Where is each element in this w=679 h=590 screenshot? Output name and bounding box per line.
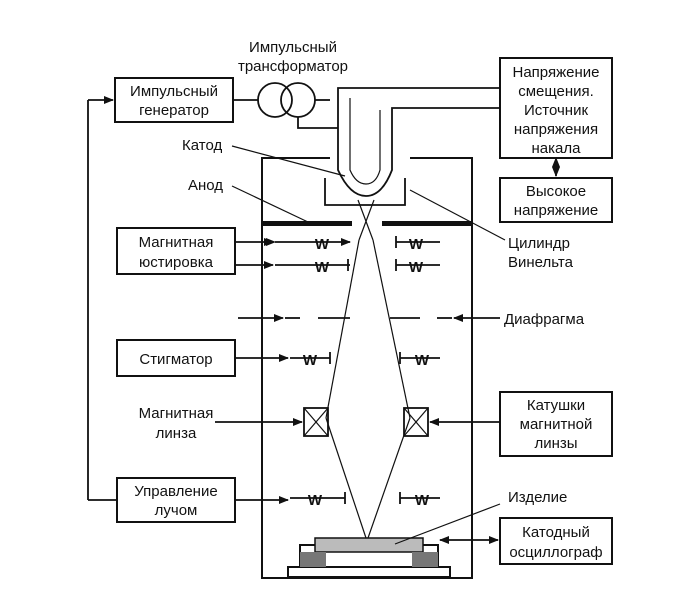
svg-text:Управление: Управление [134,483,217,500]
label-diaphragm: Диафрагма [504,311,585,328]
magnetic-lens-blocks [303,407,429,437]
svg-text:линзы: линзы [534,435,577,452]
cathode-filament [337,98,393,197]
anode-right [382,221,472,226]
label-wehnelt-2: Винельта [508,254,574,271]
svg-text:Магнитная: Магнитная [139,234,214,251]
svg-text:магнитной: магнитной [520,416,593,433]
anode-left [262,221,352,226]
alignment-coils: W W W W [266,236,440,276]
svg-text:W: W [415,352,430,369]
svg-text:накала: накала [532,140,582,157]
electron-beam [325,199,411,539]
svg-text:W: W [315,236,330,253]
transformer-symbol [257,82,316,118]
label-workpiece: Изделие [508,489,567,506]
svg-text:лучом: лучом [155,502,198,519]
box-high-voltage: Высокое напряжение [499,177,613,223]
svg-text:генератор: генератор [139,102,209,119]
svg-text:Источник: Источник [524,102,588,119]
column-chamber [261,157,473,579]
workpiece-stage [287,537,451,578]
svg-text:W: W [409,236,424,253]
label-magnetic-lens: Магнитная линза [139,405,214,442]
svg-text:Катушки: Катушки [527,397,585,414]
svg-text:Напряжение: Напряжение [513,64,600,81]
svg-text:линза: линза [156,425,197,442]
svg-text:смещения.: смещения. [518,83,594,100]
svg-text:Магнитная: Магнитная [139,405,214,422]
label-cathode: Катод [182,137,222,154]
box-lens-coils: Катушки магнитной линзы [499,391,613,457]
svg-text:Импульсный: Импульсный [130,83,218,100]
box-pulse-generator: Импульсный генератор [114,77,234,123]
svg-text:Высокое: Высокое [526,183,586,200]
label-anode: Анод [188,177,223,194]
svg-text:W: W [415,492,430,509]
svg-text:W: W [303,352,318,369]
svg-text:осциллограф: осциллограф [509,544,602,561]
svg-text:напряжение: напряжение [514,202,598,219]
box-magnetic-alignment: Магнитная юстировка [116,227,236,275]
box-bias-voltage: Напряжение смещения. Источник напряжения… [499,57,613,159]
connectors [87,87,560,545]
svg-text:Катодный: Катодный [522,524,590,541]
stigmator-coils: W W [290,352,440,369]
svg-text:W: W [315,259,330,276]
box-cathode-oscillograph: Катодный осциллограф [499,517,613,565]
wehnelt-cylinder [324,178,406,206]
deflection-coils: W W [290,492,440,509]
label-pulse-transformer-1: Импульсный [249,39,337,56]
svg-text:напряжения: напряжения [514,121,598,138]
box-beam-control: Управление лучом [116,477,236,523]
svg-text:Стигматор: Стигматор [139,351,212,368]
svg-text:W: W [308,492,323,509]
label-wehnelt-1: Цилиндр [508,235,570,252]
svg-text:W: W [409,259,424,276]
svg-text:юстировка: юстировка [139,254,214,271]
box-stigmator: Стигматор [116,339,236,377]
label-pulse-transformer-2: трансформатор [238,58,348,75]
